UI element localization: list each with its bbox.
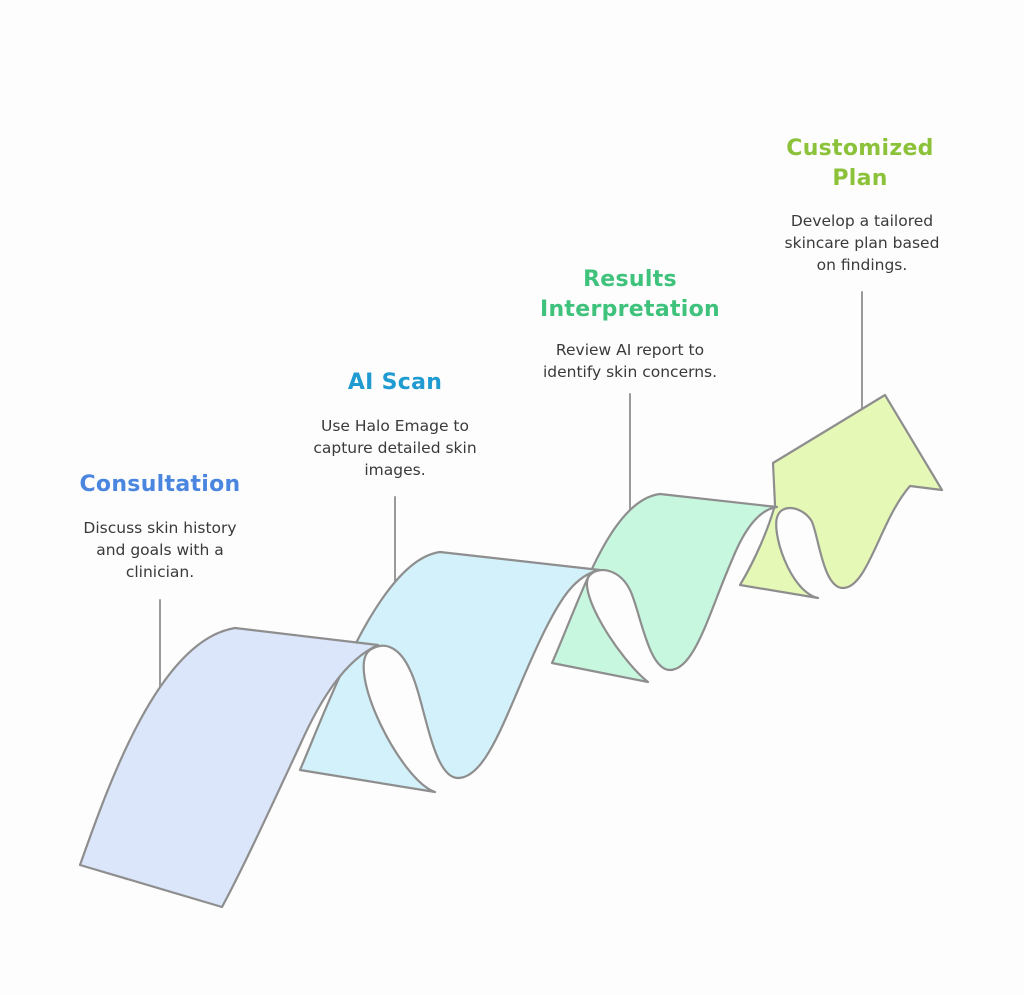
step-description-consultation: Discuss skin history and goals with a cl… — [40, 517, 280, 583]
title-line: Consultation — [79, 472, 241, 497]
description-line: Review AI report to — [555, 341, 705, 359]
ribbon-segment-results-interpretation — [550, 492, 779, 684]
title-line: Customized — [786, 136, 934, 161]
description-line: clinician. — [125, 563, 195, 581]
title-line: Results — [583, 267, 677, 292]
description-line: identify skin concerns. — [542, 363, 718, 381]
step-description-results-interpretation: Review AI report to identify skin concer… — [495, 339, 765, 383]
step-description-customized-plan: Develop a tailored skincare plan based o… — [734, 210, 990, 276]
ribbon-segment-customized-plan — [738, 393, 944, 600]
step-description-ai-scan: Use Halo Emage to capture detailed skin … — [262, 415, 528, 481]
ribbon-segment-consultation — [78, 626, 380, 909]
description-line: Discuss skin history — [83, 519, 237, 537]
description-line: capture detailed skin — [313, 439, 477, 457]
description-line: and goals with a — [96, 541, 224, 559]
ribbon-segment-ai-scan — [298, 550, 602, 794]
description-line: images. — [364, 461, 426, 479]
step-title-ai-scan: AI Scan — [275, 368, 515, 398]
description-line: on findings. — [816, 256, 908, 274]
title-line: AI Scan — [347, 370, 443, 395]
description-line: skincare plan based — [784, 234, 940, 252]
title-line: Interpretation — [539, 297, 721, 322]
description-line: Use Halo Emage to — [320, 417, 469, 435]
step-title-customized-plan: Customized Plan — [740, 134, 980, 194]
title-line: Plan — [832, 166, 888, 191]
step-title-results-interpretation: Results Interpretation — [500, 265, 760, 325]
description-line: Develop a tailored — [790, 212, 934, 230]
step-title-consultation: Consultation — [40, 470, 280, 500]
